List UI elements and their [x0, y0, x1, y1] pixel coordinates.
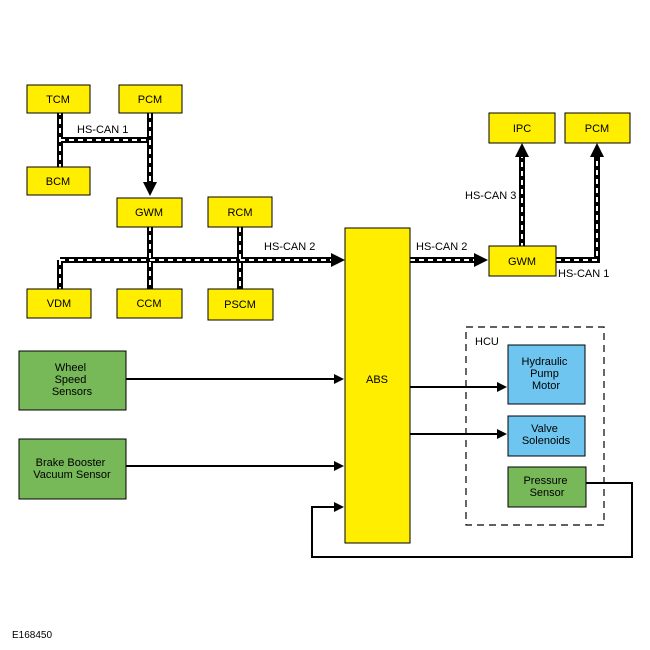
svg-text:PCM: PCM	[138, 94, 162, 106]
module-pcm-left: PCM	[118, 84, 183, 114]
svg-text:ABS: ABS	[366, 374, 388, 386]
svg-text:PCM: PCM	[585, 123, 609, 135]
sensor-pressure: Pressure Sensor	[507, 466, 587, 508]
module-gwm-right: GWM	[488, 245, 557, 277]
module-gwm-left: GWM	[116, 197, 183, 228]
svg-text:BCM: BCM	[46, 176, 70, 188]
svg-text:Pressure Sensor: Pressure Sensor	[523, 475, 570, 499]
hs-can-2-right-bus	[410, 253, 488, 267]
bus-labels: HS-CAN 1 HS-CAN 2 HS-CAN 2 HS-CAN 3 HS-C…	[77, 124, 609, 280]
pressure-to-abs-arrow	[334, 502, 344, 512]
sensors: Wheel Speed Sensors Brake Booster Vacuum…	[18, 350, 587, 508]
can-bus-lines	[57, 110, 604, 290]
label-hs-can-1-left: HS-CAN 1	[77, 124, 128, 136]
svg-text:Valve Solenoids: Valve Solenoids	[522, 423, 571, 447]
module-bcm: BCM	[26, 166, 91, 196]
brake-booster-to-abs-arrow	[334, 461, 344, 471]
sensor-brake-booster-vacuum: Brake Booster Vacuum Sensor	[18, 438, 127, 500]
pcm-to-gwm-arrow	[143, 182, 157, 196]
gwm-to-pcm-arrow	[590, 143, 604, 157]
module-rcm: RCM	[207, 196, 273, 228]
svg-text:GWM: GWM	[135, 207, 163, 219]
svg-text:TCM: TCM	[46, 94, 70, 106]
signal-lines	[126, 374, 633, 558]
hcu-label: HCU	[475, 336, 499, 348]
figure-id: E168450	[12, 630, 53, 641]
svg-text:PSCM: PSCM	[224, 299, 256, 311]
svg-text:VDM: VDM	[47, 298, 71, 310]
module-vdm: VDM	[26, 288, 92, 319]
gwm-to-ipc-arrow	[515, 143, 529, 157]
label-hs-can-3: HS-CAN 3	[465, 190, 516, 202]
hs-can-3-bus	[515, 143, 529, 248]
module-tcm: TCM	[26, 84, 91, 114]
module-pcm-right: PCM	[564, 112, 631, 144]
module-abs: ABS	[344, 227, 411, 544]
pressure-to-abs-line	[311, 482, 633, 558]
label-hs-can-2-left: HS-CAN 2	[264, 241, 315, 253]
hs-can-1-left-bus	[57, 110, 157, 196]
sensor-wheel-speed: Wheel Speed Sensors	[18, 350, 127, 411]
module-ipc: IPC	[488, 112, 556, 144]
actuator-valve-solenoids: Valve Solenoids	[507, 415, 586, 457]
label-hs-can-2-right: HS-CAN 2	[416, 241, 467, 253]
svg-text:Brake Booster Vacuum S: Brake Booster Vacuum Sensor	[33, 457, 111, 481]
svg-text:RCM: RCM	[227, 207, 252, 219]
abs-to-gwm-arrow	[474, 253, 488, 267]
actuators: Hydraulic Pump Motor Valve Solenoids	[507, 344, 586, 457]
module-pscm: PSCM	[207, 288, 274, 321]
abs-to-pump-arrow	[497, 382, 507, 392]
svg-text:Hydraulic Pump: Hydraulic Pump Motor	[522, 356, 571, 392]
svg-text:CCM: CCM	[136, 298, 161, 310]
hs-can-2-to-abs-arrow	[331, 253, 345, 267]
modules: TCM PCM BCM GWM RCM VDM CCM PSCM	[26, 84, 631, 544]
wheel-speed-to-abs-arrow	[334, 374, 344, 384]
svg-text:GWM: GWM	[508, 256, 536, 268]
hs-can-2-left-bus	[57, 226, 345, 290]
svg-text:Wheel Speed Se: Wheel Speed Sensors	[52, 362, 93, 398]
actuator-hydraulic-pump-motor: Hydraulic Pump Motor	[507, 344, 586, 405]
hs-can-1-right-bus	[556, 143, 604, 263]
label-hs-can-1-right: HS-CAN 1	[558, 268, 609, 280]
svg-text:IPC: IPC	[513, 123, 531, 135]
abs-to-valve-arrow	[497, 429, 507, 439]
module-ccm: CCM	[116, 288, 183, 319]
